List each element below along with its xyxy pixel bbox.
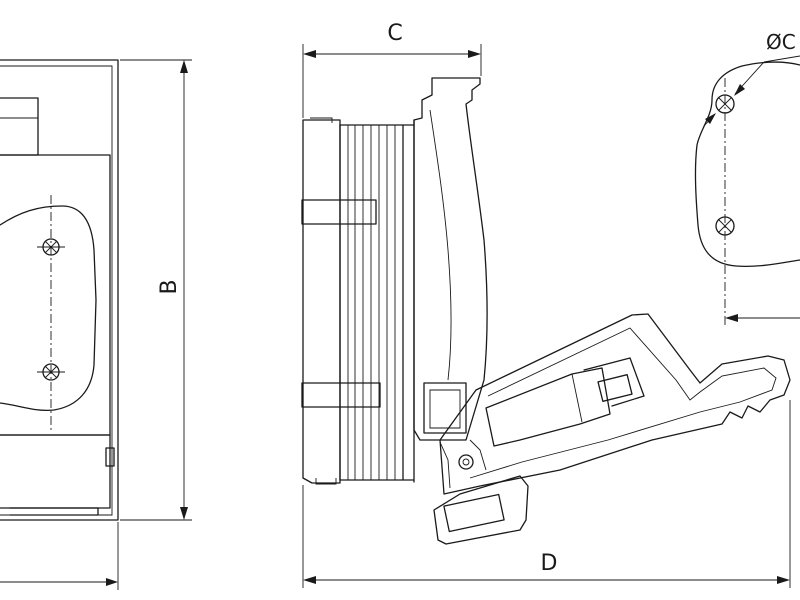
dimension-b: B [120, 59, 192, 521]
front-hole-top [37, 238, 65, 256]
dimension-label-hole-diameter: ØC [766, 30, 796, 54]
front-view [0, 59, 119, 590]
dimension-label-d: D [541, 551, 558, 576]
mounting-hole-view: ØC [694, 30, 800, 325]
dimension-c: C [302, 21, 482, 118]
dimension-label-b: B [157, 279, 182, 294]
dimension-d: D [302, 400, 791, 588]
opened-handle [433, 313, 791, 545]
dimension-label-c: C [387, 21, 402, 46]
front-hole-bottom [37, 363, 65, 381]
mount-hole-top [715, 94, 735, 114]
mount-hole-bottom [715, 216, 735, 236]
side-view [301, 77, 488, 485]
